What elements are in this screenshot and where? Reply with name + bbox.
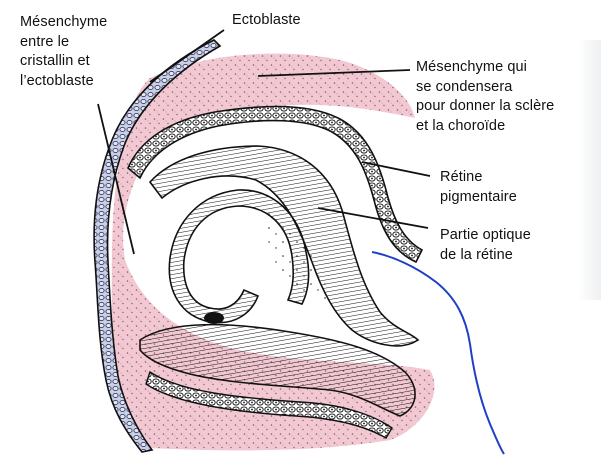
label-optic-retina: Partie optique de la rétine <box>440 226 531 265</box>
label-line: et la choroïde <box>416 117 506 134</box>
label-mesenchyme-condense: Mésenchyme qui se condensera pour donner… <box>416 58 554 136</box>
label-line: cristallin et <box>20 53 90 69</box>
label-line: Rétine <box>440 169 483 185</box>
leader-pigment-retina <box>361 161 431 177</box>
label-line: Ectoblaste <box>232 12 301 28</box>
label-line: entre le <box>20 33 70 50</box>
leader-optic-retina <box>317 207 429 229</box>
label-line: Partie optique <box>440 227 531 243</box>
leader-ectoblast <box>149 29 225 83</box>
label-mesenchyme-lens: Mésenchyme entre le cristallin et l’ecto… <box>20 13 107 91</box>
ectoblast-layer <box>93 39 222 453</box>
label-line: pigmentaire <box>440 188 517 205</box>
label-line: pour donner la sclère <box>416 98 555 114</box>
label-line: Mésenchyme <box>20 14 108 30</box>
page-edge-shadow <box>578 40 601 300</box>
label-line: Mésenchyme qui <box>416 59 528 75</box>
label-line: de la rétine <box>440 246 513 263</box>
lower-band <box>139 323 416 417</box>
label-line: l’ectoblaste <box>20 72 94 89</box>
cavity-dots <box>262 208 330 300</box>
dark-nucleus <box>204 312 224 324</box>
annotation-stroke <box>371 251 505 455</box>
lower-cell-row <box>145 370 393 439</box>
leader-lines <box>97 29 431 255</box>
label-ectoblast: Ectoblaste <box>232 11 301 31</box>
leader-mesenchyme-lens <box>97 103 135 255</box>
leader-mesenchyme-condense <box>257 69 411 77</box>
optic-retina <box>148 145 420 347</box>
label-pigment-retina: Rétine pigmentaire <box>440 168 517 207</box>
pigment-retina <box>127 105 424 264</box>
label-line: se condensera <box>416 78 513 95</box>
